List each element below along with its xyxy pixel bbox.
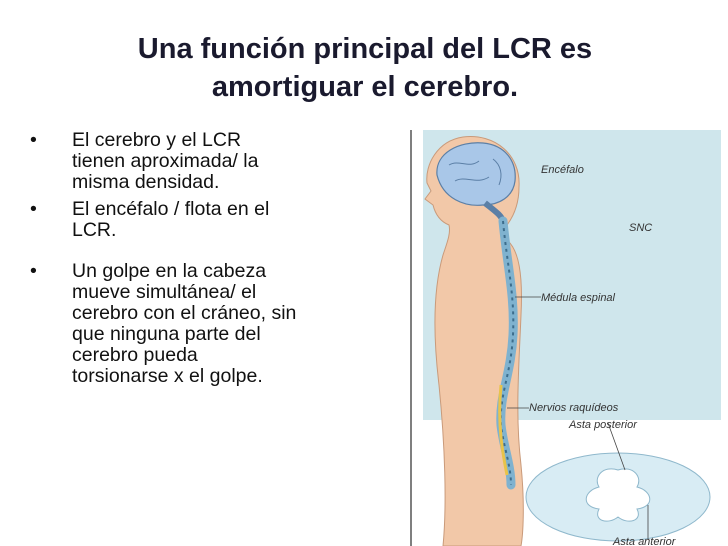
- brain-shape: [436, 142, 516, 206]
- bullet-icon: •: [30, 260, 37, 282]
- bullet-line: que ninguna parte del: [72, 323, 261, 345]
- bullet-list: • El cerebro y el LCR tienen aproximada/…: [30, 130, 370, 393]
- bullet-icon: •: [30, 198, 37, 220]
- bullet-icon: •: [30, 129, 37, 151]
- bullet-line: Un golpe en la cabeza: [72, 260, 267, 282]
- label-encefalo: Encéfalo: [541, 164, 584, 176]
- nervous-system-diagram: Encéfalo SNC Médula espinal Nervios raqu…: [410, 130, 721, 546]
- nerve-roots: [498, 384, 509, 476]
- label-asta-anterior: Asta anterior: [612, 536, 677, 546]
- brain-folds: [448, 158, 502, 186]
- bullet-line: mueve simultánea/ el: [72, 281, 257, 303]
- gray-matter: [585, 468, 651, 522]
- bullet-line: El encéfalo / flota en el: [72, 198, 270, 220]
- label-snc: SNC: [629, 222, 652, 234]
- label-asta-posterior: Asta posterior: [568, 419, 638, 431]
- bullet-line: cerebro pueda: [72, 344, 198, 366]
- leader-asta-posterior: [607, 422, 626, 471]
- bullet-line: El cerebro y el LCR: [72, 129, 242, 151]
- bullet-line: LCR.: [72, 219, 117, 241]
- title-line-2: amortiguar el cerebro.: [211, 71, 519, 103]
- slide-title: Una función principal del LCR es amortig…: [60, 30, 670, 106]
- title-line-1: Una función principal del LCR es: [137, 33, 593, 65]
- spinal-cord: [496, 216, 518, 490]
- label-medula: Médula espinal: [541, 292, 616, 304]
- bullet-line: tienen aproximada/ la: [72, 150, 259, 172]
- bullet-item: • El cerebro y el LCR tienen aproximada/…: [30, 130, 370, 193]
- bullet-line: misma densidad.: [72, 171, 220, 193]
- bullet-line: torsionarse x el golpe.: [72, 365, 263, 387]
- bullet-item: • El encéfalo / flota en el LCR.: [30, 199, 370, 241]
- label-nervios: Nervios raquídeos: [529, 402, 619, 414]
- bullet-line: cerebro con el cráneo, sin: [72, 302, 297, 324]
- bullet-item: • Un golpe en la cabeza mueve simultánea…: [30, 261, 370, 387]
